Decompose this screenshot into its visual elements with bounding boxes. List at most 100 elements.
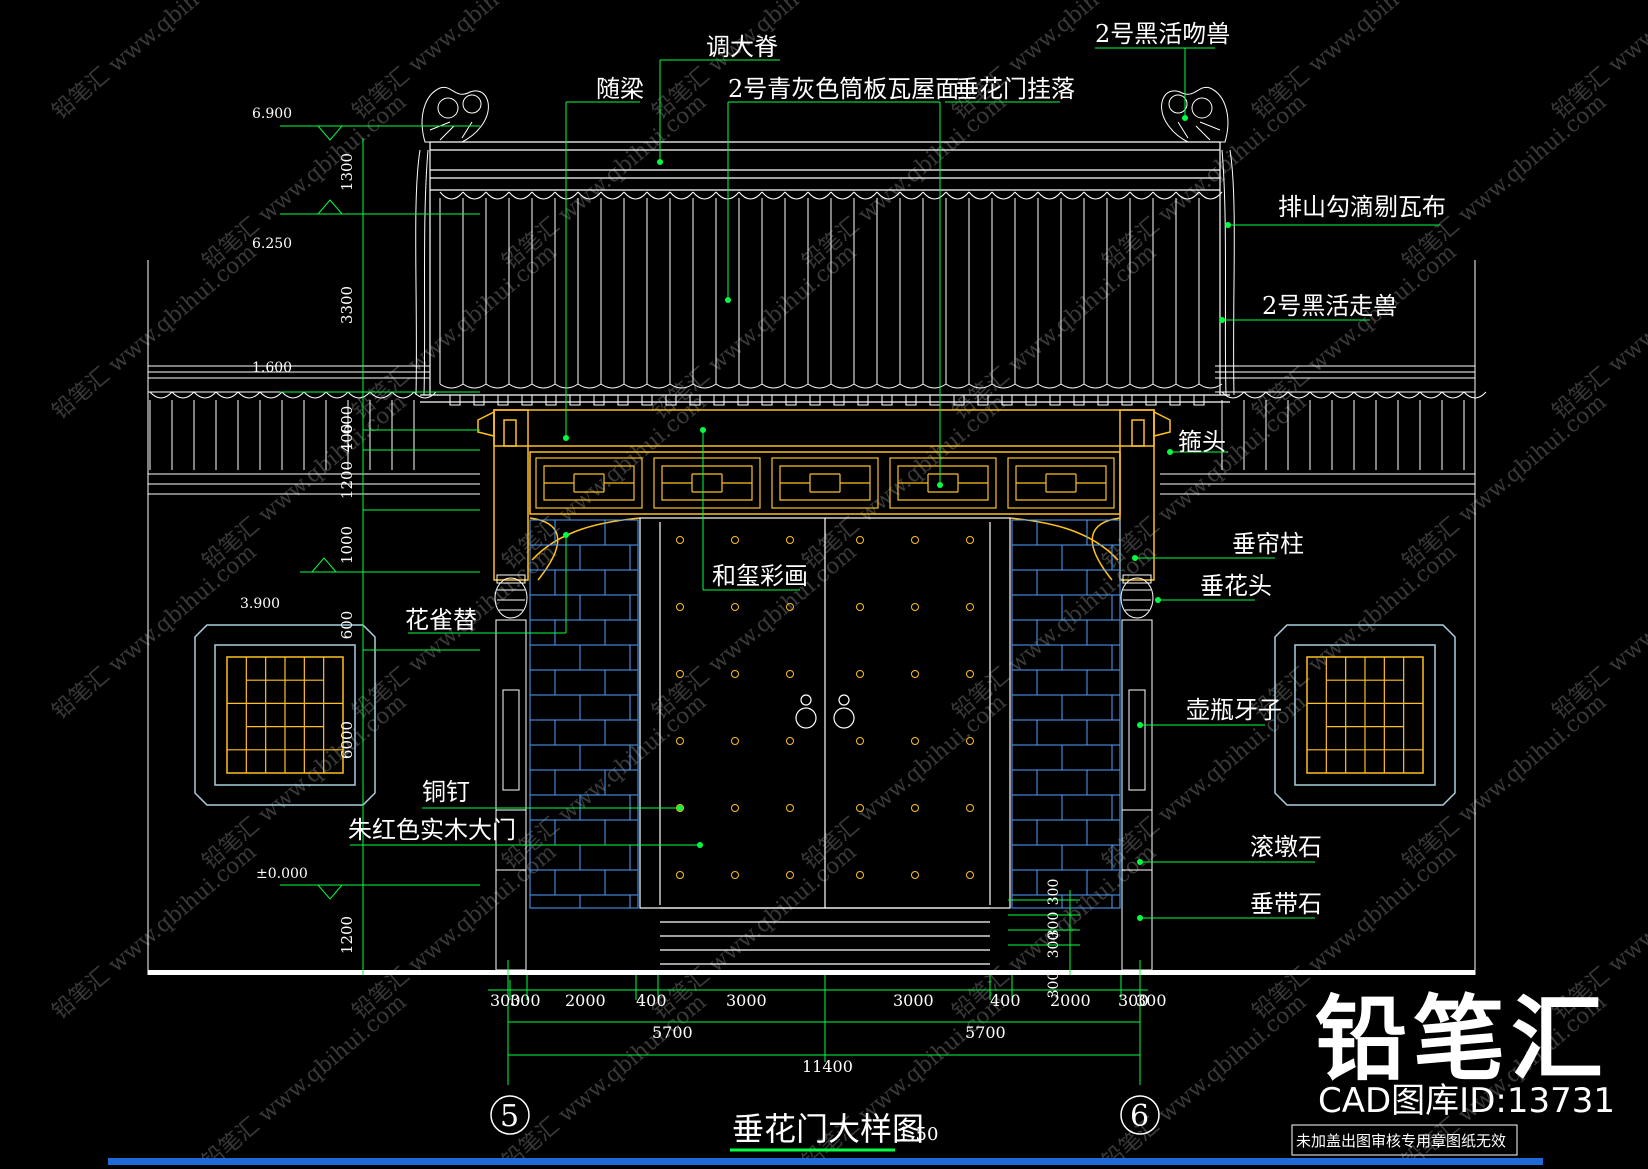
roof-tile-end xyxy=(692,383,717,389)
roof-tile-end xyxy=(1106,383,1131,389)
rafter-end xyxy=(617,394,629,406)
roof-tile xyxy=(462,191,487,200)
copper-nail xyxy=(966,871,974,879)
roof-tile xyxy=(738,191,763,200)
leader-dots xyxy=(563,115,1231,921)
wall-tile xyxy=(281,391,305,399)
roof-tile xyxy=(784,191,809,200)
roof-tile-end xyxy=(623,383,648,389)
window-inner-frame xyxy=(214,644,356,786)
wall-tile xyxy=(1397,391,1421,399)
dim-b1-1: 300 xyxy=(510,991,541,1010)
copper-nail xyxy=(731,670,739,678)
roof-tile-end xyxy=(807,383,832,389)
ridge-beast-right xyxy=(1161,86,1235,396)
copper-nail xyxy=(676,871,684,879)
roof-tile xyxy=(899,191,924,200)
roof-tile-end xyxy=(715,383,740,389)
roof-tile-end xyxy=(1060,383,1085,389)
roof-tile xyxy=(1129,191,1154,200)
rafter-end xyxy=(689,394,701,406)
rafter-end xyxy=(881,394,893,406)
rafter-end xyxy=(641,394,653,406)
vertical-dim-0: 1300 xyxy=(338,153,356,191)
roof-tile-end xyxy=(462,383,487,389)
roof-tile-rows xyxy=(439,191,1223,389)
lattice-panel xyxy=(771,457,879,509)
copper-nail xyxy=(856,603,864,611)
roof-tile xyxy=(761,191,786,200)
lattice-pattern xyxy=(543,465,635,501)
vertical-dim-7: 6000 xyxy=(338,721,356,759)
rafter-end xyxy=(1193,394,1205,406)
wall-tile xyxy=(347,391,371,399)
flower-heads xyxy=(494,574,1154,619)
cad-id-watermark: CAD图库ID:13731 xyxy=(1318,1081,1616,1121)
rafter-end xyxy=(737,394,749,406)
label-curb-stone: 垂带石 xyxy=(1250,890,1322,918)
roof-tile xyxy=(991,191,1016,200)
vertical-dim-8: 1200 xyxy=(338,916,356,954)
wall-tile xyxy=(1463,391,1487,399)
copper-nail xyxy=(676,603,684,611)
copper-nail xyxy=(676,536,684,544)
roof-tile-end xyxy=(1083,383,1108,389)
label-nail: 铜钉 xyxy=(422,778,470,806)
dim-b2-1: 5700 xyxy=(965,1023,1006,1042)
rafter-end xyxy=(953,394,965,406)
copper-nail xyxy=(966,603,974,611)
roof-tile-end xyxy=(899,383,924,389)
elev-zero: ±0.000 xyxy=(256,866,308,882)
axis-5: 5 xyxy=(500,1099,519,1134)
dim-b1-8: 300 xyxy=(1118,991,1149,1010)
wall-tile xyxy=(237,391,261,399)
horizontal-dimension-labels: 300 300 2000 400 3000 3000 400 2000 300 … xyxy=(490,991,1167,1076)
label-door: 朱红色实木大门 xyxy=(348,816,516,844)
roof-tile-end xyxy=(784,383,809,389)
dim-b1-9: 300 xyxy=(1136,991,1167,1010)
window-outer-frame xyxy=(1274,624,1456,806)
label-painting: 和玺彩画 xyxy=(712,562,808,590)
copper-nail xyxy=(786,670,794,678)
roof-tile-end xyxy=(922,383,947,389)
rafter-end xyxy=(593,394,605,406)
copper-nail xyxy=(786,871,794,879)
step-dim-2: 300 xyxy=(1046,932,1062,959)
copper-nail xyxy=(786,536,794,544)
rafter-end xyxy=(1073,394,1085,406)
roof-tile-end xyxy=(1152,383,1177,389)
copper-nail xyxy=(966,737,974,745)
roof-tile xyxy=(1175,191,1200,200)
callout-labels: 调大脊 随梁 2号青灰色筒板瓦屋面 垂花门挂落 2号黑活吻兽 排山勾滴剔瓦布 2… xyxy=(348,20,1446,918)
wall-tile xyxy=(1221,391,1245,399)
dim-b1-4: 3000 xyxy=(726,991,767,1010)
roof-tile-end xyxy=(945,383,970,389)
elev-1600: 1.600 xyxy=(252,360,292,376)
axis-markers xyxy=(490,1095,1160,1135)
roof-tile-end xyxy=(669,383,694,389)
roof-tile xyxy=(692,191,717,200)
roof-tile xyxy=(876,191,901,200)
roof-tile xyxy=(968,191,993,200)
dim-b1-7: 2000 xyxy=(1050,991,1091,1010)
lattice-panel xyxy=(653,457,761,509)
roof-tile xyxy=(1198,191,1223,200)
rafter-end xyxy=(545,394,557,406)
brick-piers xyxy=(529,519,1121,909)
copper-nail xyxy=(731,871,739,879)
rafter-end xyxy=(809,394,821,406)
elev-6900: 6.900 xyxy=(252,106,292,122)
door-copper-nails xyxy=(676,536,974,879)
lattice-pattern xyxy=(1015,465,1107,501)
rafter-end xyxy=(905,394,917,406)
copper-nail xyxy=(966,536,974,544)
roof-tile-end xyxy=(1037,383,1062,389)
elevation-labels: 6.900 6.250 1.600 3.900 ±0.000 xyxy=(240,106,308,882)
roof-tile xyxy=(1037,191,1062,200)
dim-b1-3: 400 xyxy=(636,991,667,1010)
roof-tile-end xyxy=(968,383,993,389)
roof-tile-end xyxy=(738,383,763,389)
elev-6250: 6.250 xyxy=(252,236,292,252)
